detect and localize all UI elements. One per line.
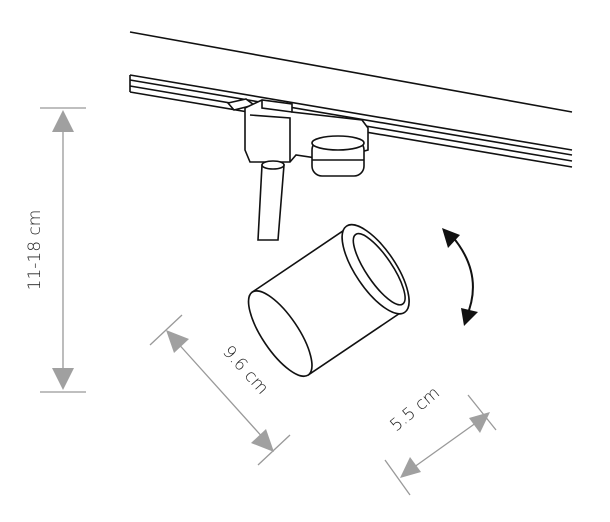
height-label: 11-18 cm: [25, 210, 45, 291]
track-adapter: [226, 98, 369, 177]
stem: [257, 160, 285, 241]
rotate-arrow-icon: [442, 228, 478, 326]
length-label: 9.6 cm: [218, 342, 272, 399]
spotlight-cylinder: [247, 223, 410, 378]
height-dimension: 11-18 cm: [25, 107, 86, 393]
diameter-label: 5.5 cm: [386, 383, 444, 436]
diameter-dimension: 5.5 cm: [384, 383, 497, 496]
